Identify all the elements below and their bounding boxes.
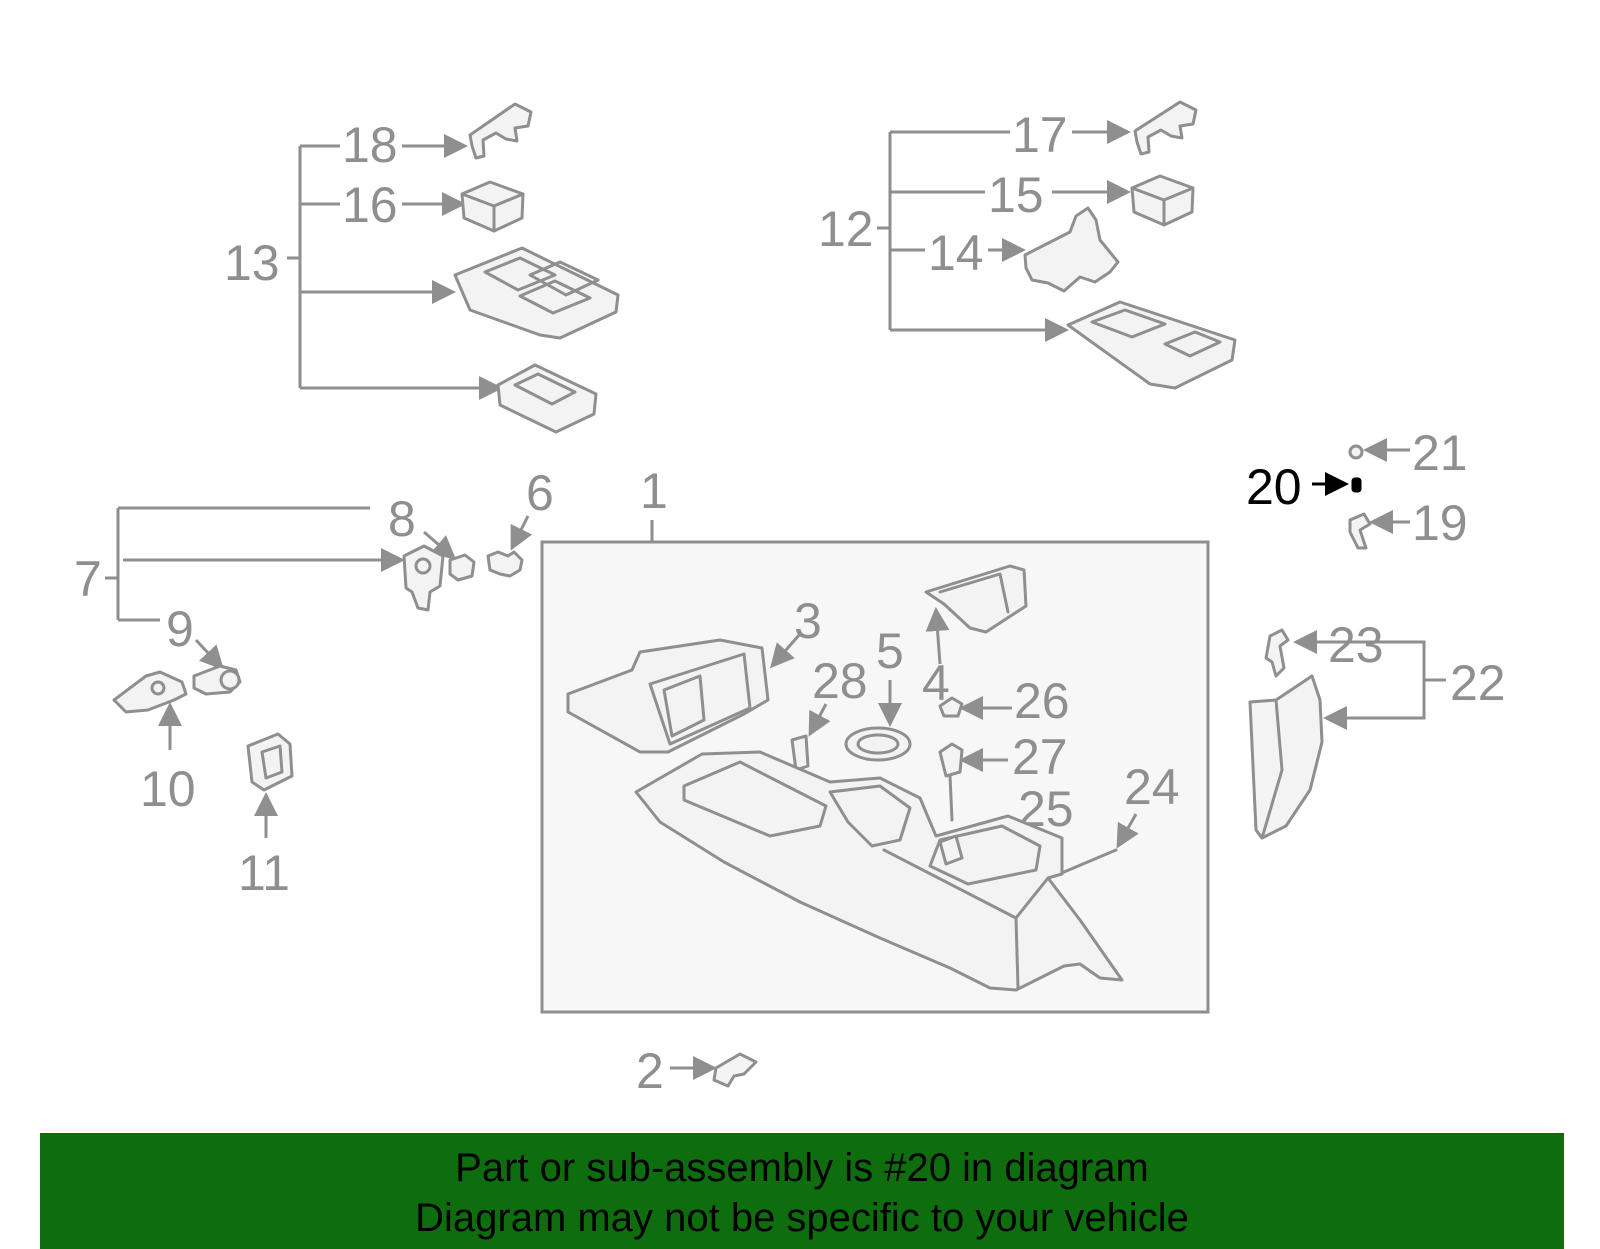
parts-diagram: 18 16 13 17 15 14 12 bbox=[74, 100, 1506, 1099]
callout-20: 20 bbox=[1246, 459, 1302, 515]
callout-11: 11 bbox=[238, 845, 290, 901]
bracket-8-part bbox=[402, 544, 445, 612]
switch-11-part bbox=[246, 732, 294, 792]
callout-7: 7 bbox=[74, 551, 102, 607]
clip-19-part bbox=[1348, 512, 1372, 550]
callout-13: 13 bbox=[224, 235, 280, 291]
console-tray-upper-part bbox=[453, 246, 620, 340]
group-fasteners: 21 20 19 bbox=[1246, 425, 1468, 551]
group-7: 7 8 6 9 10 11 bbox=[74, 465, 554, 901]
callout-28: 28 bbox=[812, 653, 868, 709]
callout-3: 3 bbox=[794, 593, 822, 649]
bracket-10-part bbox=[112, 670, 188, 714]
bracket-2-part bbox=[712, 1052, 758, 1088]
callout-9: 9 bbox=[166, 601, 194, 657]
clip-28-part bbox=[790, 734, 810, 772]
callout-1: 1 bbox=[640, 463, 668, 519]
console-tray-lower-part bbox=[496, 363, 598, 434]
callout-8: 8 bbox=[388, 491, 416, 547]
socket-8-part bbox=[448, 553, 476, 582]
knob-6-part bbox=[486, 550, 524, 578]
callout-19: 19 bbox=[1412, 495, 1468, 551]
callout-5: 5 bbox=[876, 623, 904, 679]
connector-27-part bbox=[938, 742, 964, 778]
group-13: 18 16 13 bbox=[224, 102, 620, 434]
callout-17: 17 bbox=[1012, 107, 1068, 163]
ring-5-part bbox=[844, 726, 912, 762]
bracket-18-part bbox=[468, 102, 533, 160]
banner-line-2: Diagram may not be specific to your vehi… bbox=[415, 1196, 1189, 1240]
callout-12: 12 bbox=[818, 201, 874, 257]
callout-2: 2 bbox=[636, 1043, 664, 1099]
callout-27: 27 bbox=[1012, 729, 1068, 785]
callout-14: 14 bbox=[928, 225, 984, 281]
nut-20-part bbox=[1351, 477, 1362, 493]
callout-24: 24 bbox=[1124, 759, 1180, 815]
clip-25-part bbox=[938, 834, 964, 866]
console-body-part bbox=[634, 750, 1124, 992]
callout-22: 22 bbox=[1450, 655, 1506, 711]
shift-boot-14-part bbox=[1023, 206, 1120, 293]
info-banner: Part or sub-assembly is #20 in diagram D… bbox=[40, 1133, 1564, 1249]
callout-6: 6 bbox=[526, 465, 554, 521]
callout-16: 16 bbox=[342, 177, 398, 233]
callout-26: 26 bbox=[1014, 673, 1070, 729]
group-2: 2 bbox=[636, 1043, 758, 1099]
bracket-17-part bbox=[1133, 100, 1198, 156]
group-1: 1 3 28 5 4 26 27 25 24 bbox=[540, 463, 1210, 1014]
screw-21-part bbox=[1348, 444, 1364, 460]
clip-23-part bbox=[1264, 628, 1290, 678]
callout-15: 15 bbox=[988, 167, 1044, 223]
callout-21: 21 bbox=[1412, 425, 1468, 481]
group-22: 23 22 bbox=[1248, 617, 1506, 840]
group-12: 17 15 14 12 bbox=[818, 100, 1237, 390]
rod-24-part bbox=[1062, 848, 1118, 874]
shift-bezel-part bbox=[1066, 300, 1237, 390]
callout-23: 23 bbox=[1328, 617, 1384, 673]
callout-10: 10 bbox=[140, 761, 196, 817]
banner-line-1: Part or sub-assembly is #20 in diagram bbox=[455, 1146, 1149, 1190]
callout-18: 18 bbox=[342, 117, 398, 173]
end-panel-22-part bbox=[1248, 674, 1324, 840]
clip-26-part bbox=[938, 696, 964, 718]
